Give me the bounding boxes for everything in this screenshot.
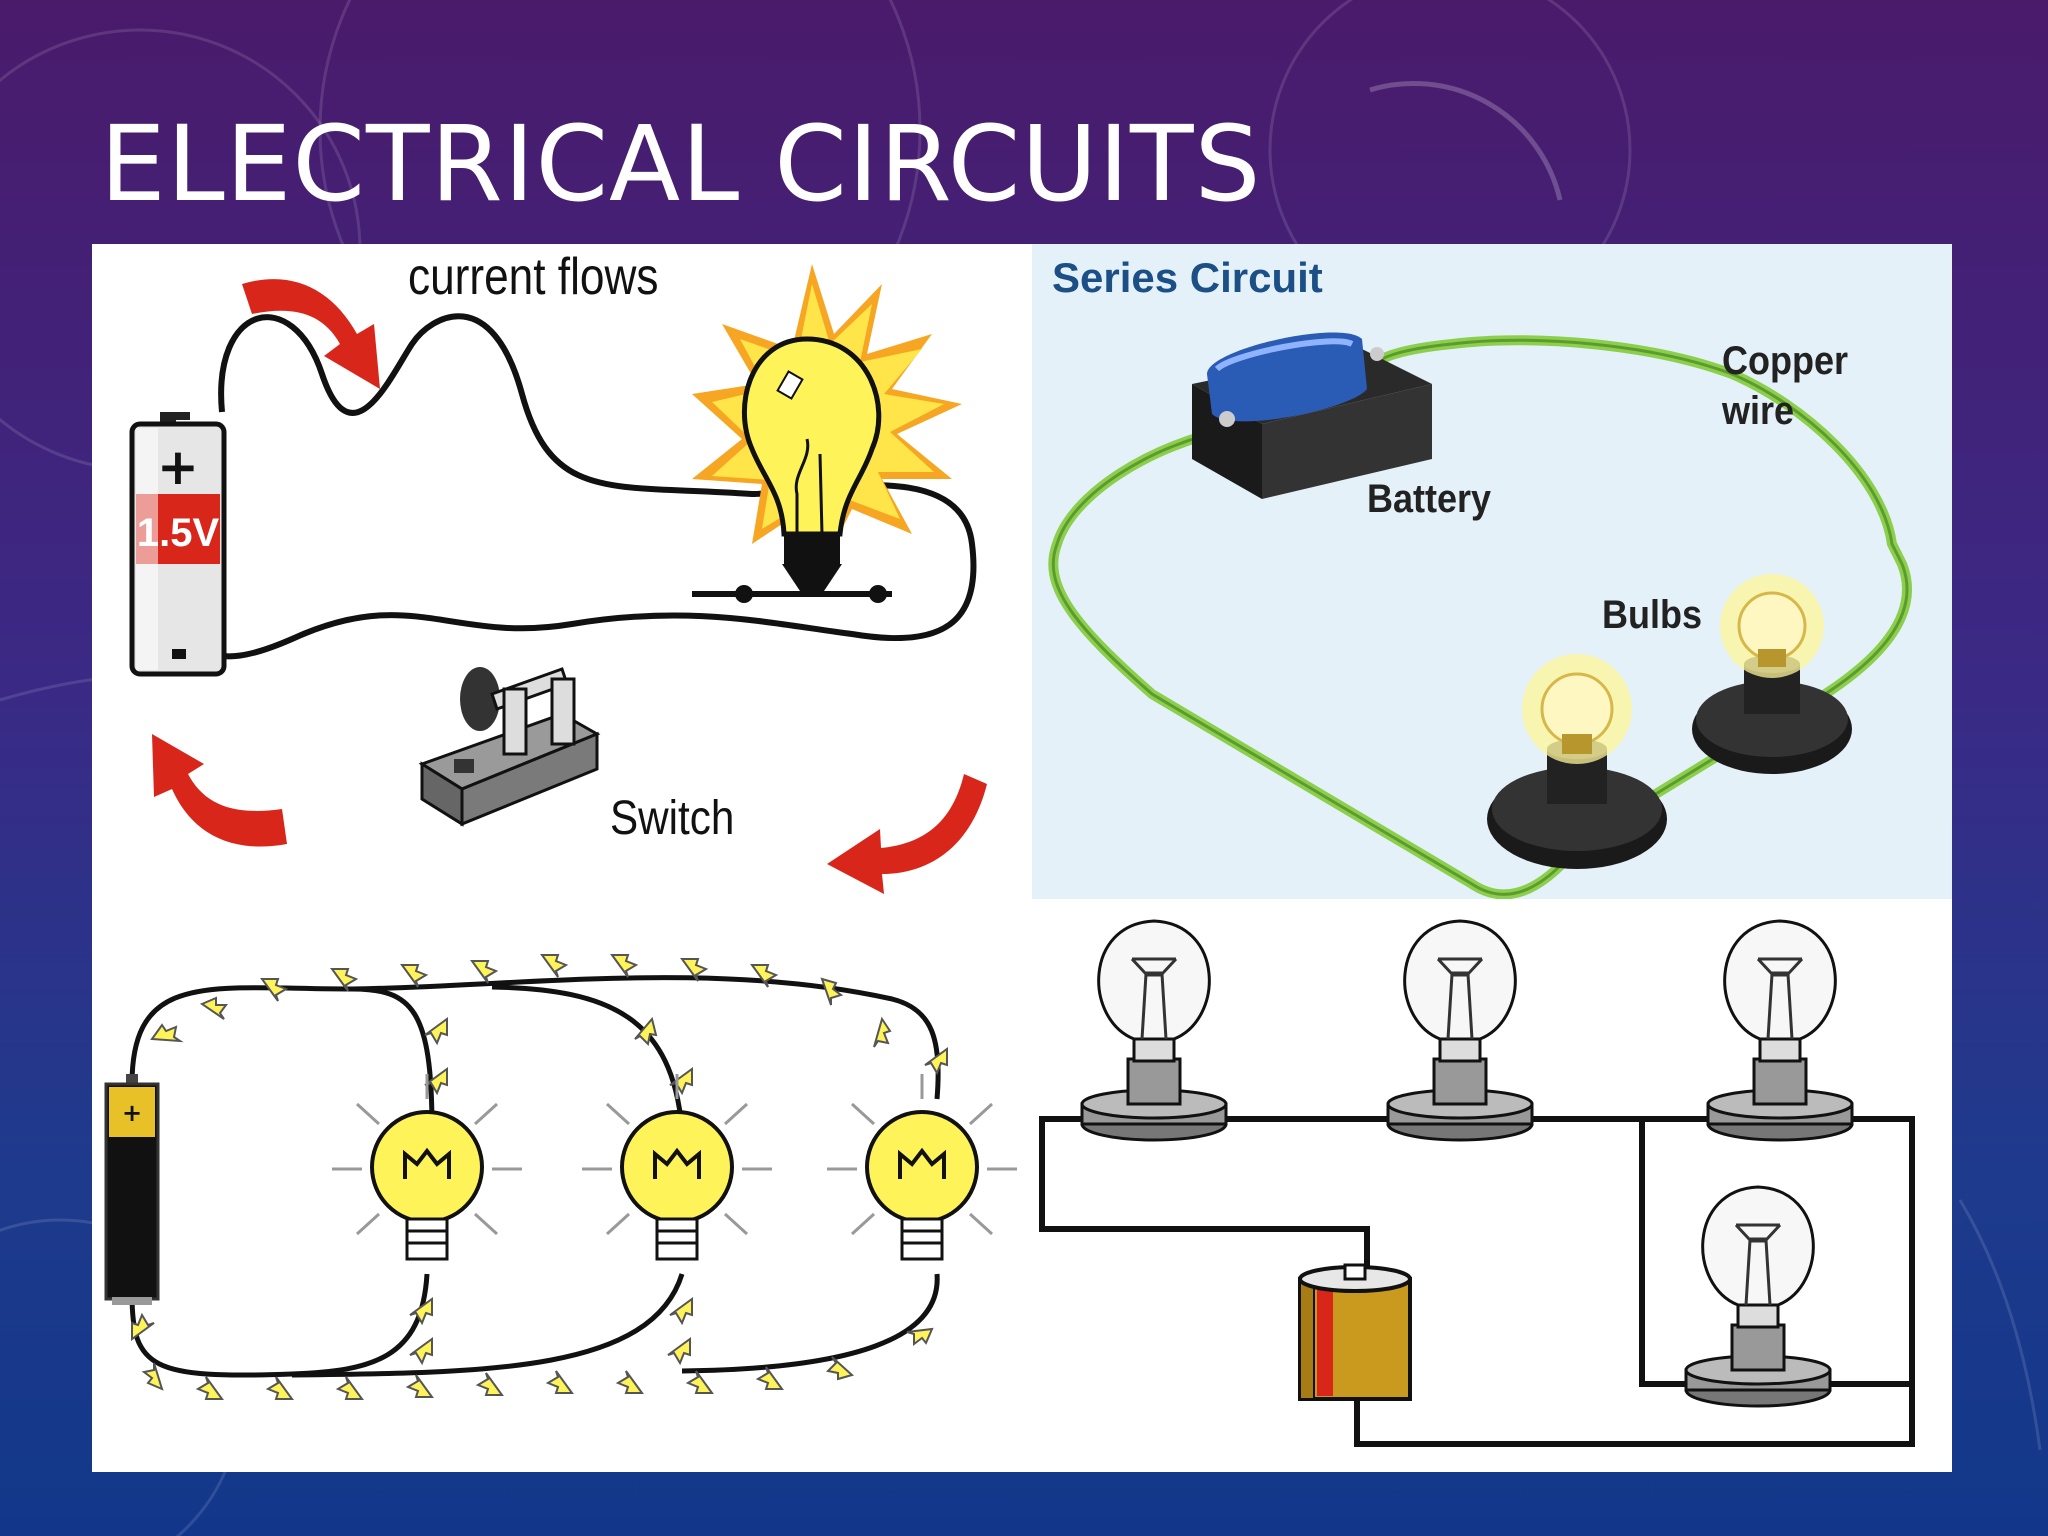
battery-label: Battery bbox=[1367, 477, 1491, 521]
battery-plus-label: + bbox=[122, 1099, 142, 1127]
electron-arrows bbox=[131, 954, 948, 1400]
series-circuit-panel: Series Circuit Battery Copper wire Bulbs bbox=[1032, 244, 1952, 899]
return-wire bbox=[681, 1273, 940, 1374]
branch-wire bbox=[351, 986, 435, 1130]
return-wire bbox=[129, 1273, 430, 1378]
mixed-circuit-panel bbox=[1032, 899, 1952, 1472]
current-arrow-icon bbox=[152, 734, 287, 847]
lamp-icon bbox=[1706, 919, 1854, 1142]
switch-icon bbox=[418, 667, 601, 827]
circuit-wire bbox=[1039, 1116, 1370, 1279]
copper-wire-label-line2: wire bbox=[1721, 389, 1794, 433]
bulbs-label: Bulbs bbox=[1602, 593, 1702, 637]
bulb-socket-icon bbox=[1692, 574, 1852, 774]
circuit-wire bbox=[1639, 1119, 1700, 1387]
battery-voltage-label: 1.5V bbox=[137, 511, 220, 555]
circuit-wire bbox=[167, 313, 977, 660]
current-arrow-icon bbox=[242, 279, 380, 389]
battery-icon bbox=[1298, 1263, 1412, 1401]
switch-label: Switch bbox=[610, 790, 734, 844]
slide-title: ELECTRICAL CIRCUITS bbox=[100, 103, 1262, 225]
outer-wire bbox=[129, 975, 941, 1100]
current-arrow-icon bbox=[827, 774, 987, 894]
bulb-icon bbox=[332, 1074, 522, 1261]
parallel-circuit-panel: + bbox=[92, 899, 1032, 1472]
bulb-icon bbox=[582, 1074, 772, 1261]
battery-icon bbox=[129, 412, 227, 677]
simple-circuit-panel: + 1.5V current flows Switch bbox=[92, 244, 1032, 899]
battery-icon bbox=[104, 1074, 160, 1305]
lamp-icon bbox=[1080, 919, 1228, 1142]
series-circuit-title: Series Circuit bbox=[1052, 254, 1323, 301]
bulb-socket-icon bbox=[1487, 654, 1667, 869]
branch-wire bbox=[491, 984, 685, 1130]
circuit-wire bbox=[1354, 1116, 1915, 1447]
lamp-icon bbox=[1684, 1185, 1832, 1408]
glowing-bulb-icon bbox=[692, 264, 962, 603]
bulb-icon bbox=[827, 1074, 1017, 1261]
battery-icon bbox=[1192, 332, 1432, 499]
copper-wire-label-line1: Copper bbox=[1722, 339, 1848, 383]
current-flows-caption: current flows bbox=[408, 248, 659, 306]
battery-plus-label: + bbox=[157, 438, 199, 496]
return-wire bbox=[291, 1273, 685, 1378]
lamp-icon bbox=[1386, 919, 1534, 1142]
